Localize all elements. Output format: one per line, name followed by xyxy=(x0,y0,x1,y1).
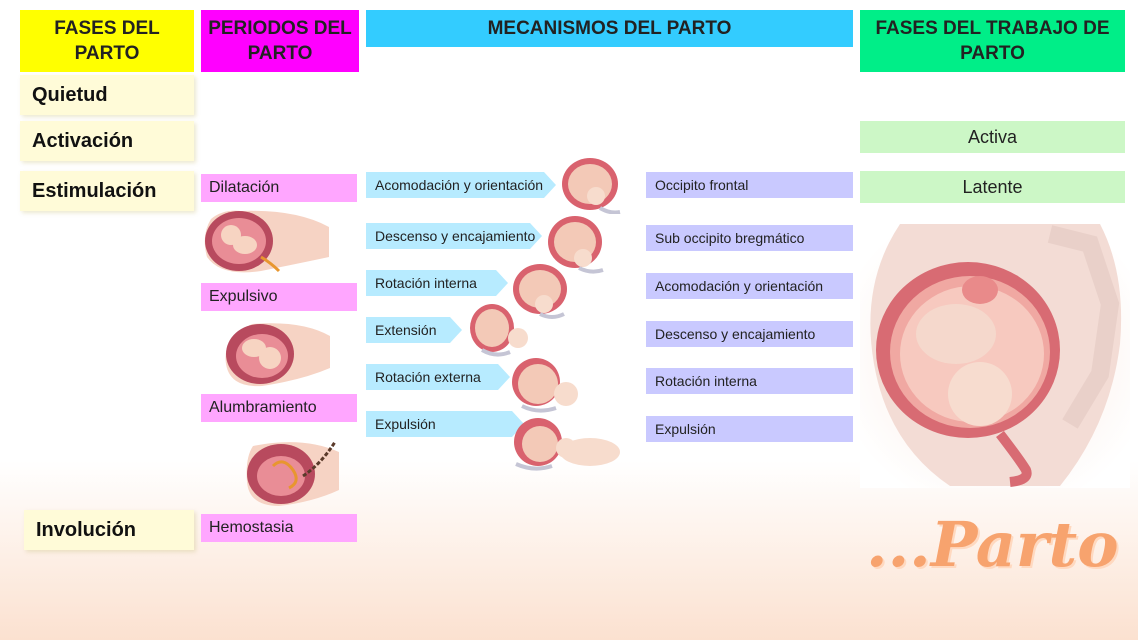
periodo-expulsivo: Expulsivo xyxy=(201,283,357,311)
expulsivo-illustration xyxy=(222,318,332,390)
mecanismo-extension: Extensión xyxy=(366,317,462,343)
fetus-illustration-5 xyxy=(508,356,582,414)
periodo-alumbramiento: Alumbramiento xyxy=(201,394,357,422)
fase-activacion: Activación xyxy=(20,121,194,161)
diametro-sub-occipito-bregmatico: Sub occipito bregmático xyxy=(646,225,853,251)
trabajo-latente: Latente xyxy=(860,171,1125,203)
item-expulsion: Expulsión xyxy=(646,416,853,442)
periodo-dilatacion: Dilatación xyxy=(201,174,357,202)
diametro-occipito-frontal: Occipito frontal xyxy=(646,172,853,198)
fase-involucion: Involución xyxy=(24,510,194,550)
header-periodos-del-parto: PERIODOS DEL PARTO xyxy=(201,10,359,72)
pregnancy-cross-section-illustration xyxy=(860,224,1130,488)
alumbramiento-illustration xyxy=(243,436,343,508)
periodo-hemostasia: Hemostasia xyxy=(201,514,357,542)
header-fases-del-parto: FASES DEL PARTO xyxy=(20,10,194,72)
trabajo-activa: Activa xyxy=(860,121,1125,153)
fase-quietud: Quietud xyxy=(20,75,194,115)
dilatacion-illustration xyxy=(201,205,331,275)
mecanismo-acomodacion-orientacion: Acomodación y orientación xyxy=(366,172,556,198)
fetus-illustration-6 xyxy=(510,414,624,472)
mecanismo-descenso-encajamiento: Descenso y encajamiento xyxy=(366,223,542,249)
header-mecanismos-del-parto: MECANISMOS DEL PARTO xyxy=(366,10,853,47)
brand-title-parto: ...Parto xyxy=(866,508,1119,581)
mecanismo-expulsion: Expulsión xyxy=(366,411,524,437)
item-acomodacion-orientacion: Acomodación y orientación xyxy=(646,273,853,299)
fase-estimulacion: Estimulación xyxy=(20,171,194,211)
mecanismo-rotacion-interna: Rotación interna xyxy=(366,270,508,296)
fetus-illustration-3 xyxy=(510,262,570,320)
mecanismo-rotacion-externa: Rotación externa xyxy=(366,364,510,390)
item-rotacion-interna: Rotación interna xyxy=(646,368,853,394)
header-fases-trabajo-de-parto: FASES DEL TRABAJO DE PARTO xyxy=(860,10,1125,72)
fetus-illustration-1 xyxy=(560,156,622,214)
fetus-illustration-4 xyxy=(466,302,534,358)
item-descenso-encajamiento: Descenso y encajamiento xyxy=(646,321,853,347)
fetus-illustration-2 xyxy=(545,214,607,274)
